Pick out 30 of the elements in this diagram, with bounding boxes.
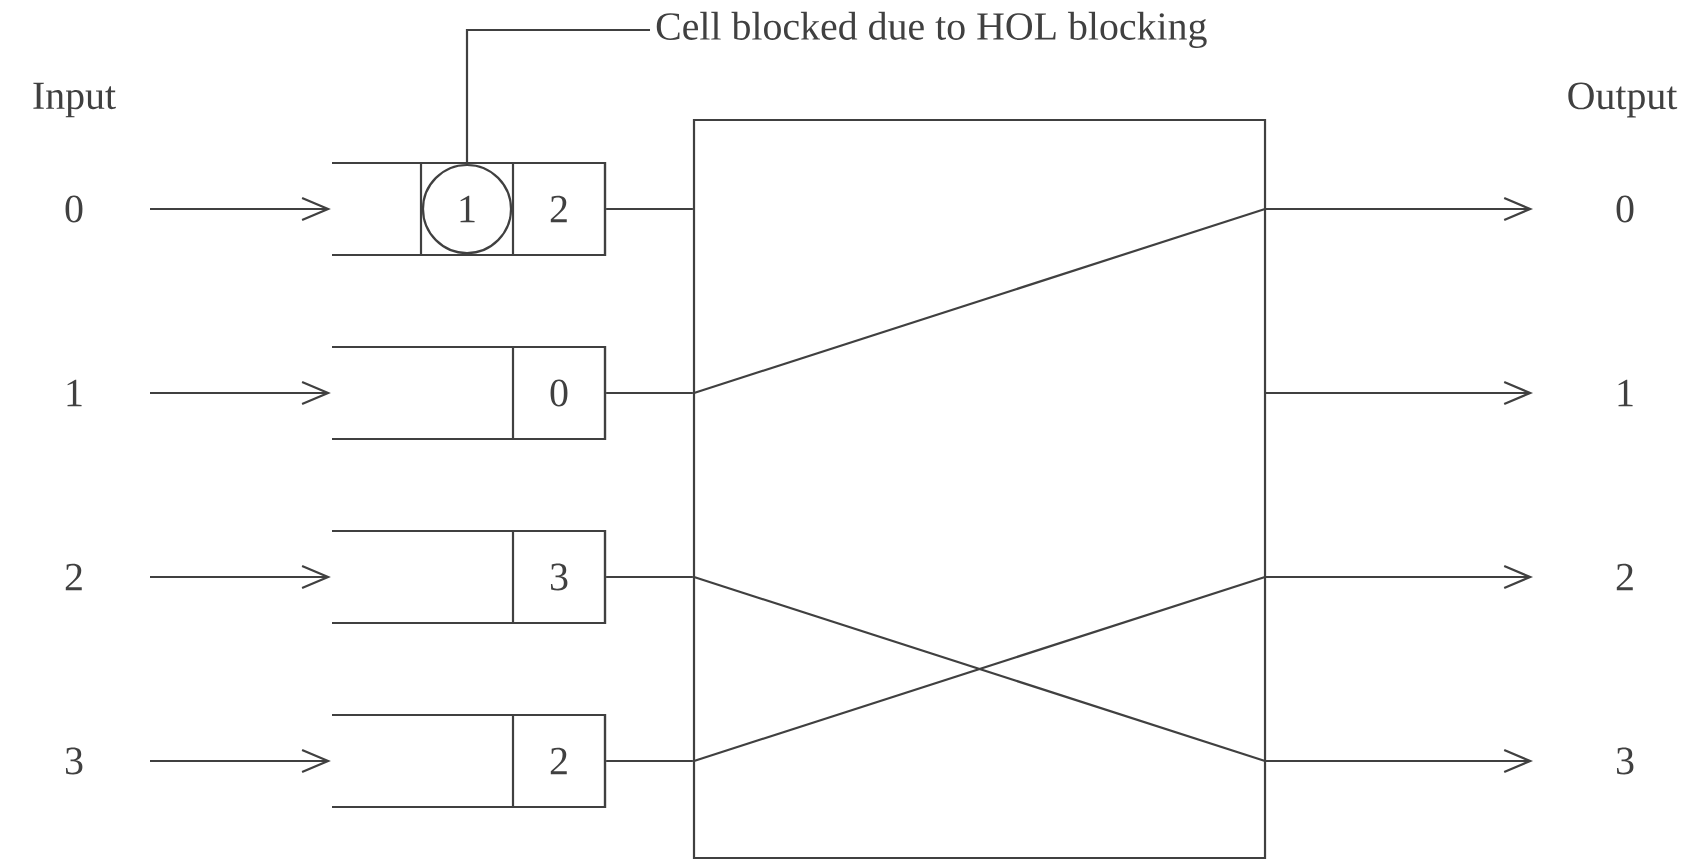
queue-cell: 2: [511, 713, 607, 809]
arrow: [150, 380, 331, 405]
connection-line: [606, 391, 693, 395]
connection-line: [606, 575, 693, 579]
annotation-text: Cell blocked due to HOL blocking: [656, 11, 1207, 49]
arrow: [150, 749, 331, 773]
blocked-cell: 1: [419, 163, 513, 255]
leader-line: [465, 28, 650, 164]
queue-cell: 0: [511, 345, 607, 441]
axis-label: Output: [1568, 82, 1678, 118]
axis-label: Input: [33, 82, 116, 118]
arrow: [150, 196, 331, 221]
port-number: 0: [65, 195, 83, 223]
queue-cell: 2: [511, 161, 607, 257]
arrow: [1265, 564, 1534, 589]
arrow: [1265, 749, 1534, 773]
queue-cell: 3: [511, 529, 607, 625]
arrow: [1265, 196, 1534, 221]
arrow: [1265, 380, 1534, 405]
port-number: 3: [1616, 747, 1634, 775]
port-number: 0: [1616, 195, 1634, 223]
arrow: [150, 564, 331, 589]
port-number: 1: [67, 379, 82, 407]
port-number: 2: [65, 563, 82, 591]
port-number: 2: [1616, 563, 1633, 591]
switch-fabric-drawing: [692, 118, 1267, 860]
connection-line: [606, 759, 693, 763]
port-number: 3: [65, 747, 83, 775]
connection-line: [606, 207, 693, 211]
port-number: 1: [1618, 379, 1633, 407]
